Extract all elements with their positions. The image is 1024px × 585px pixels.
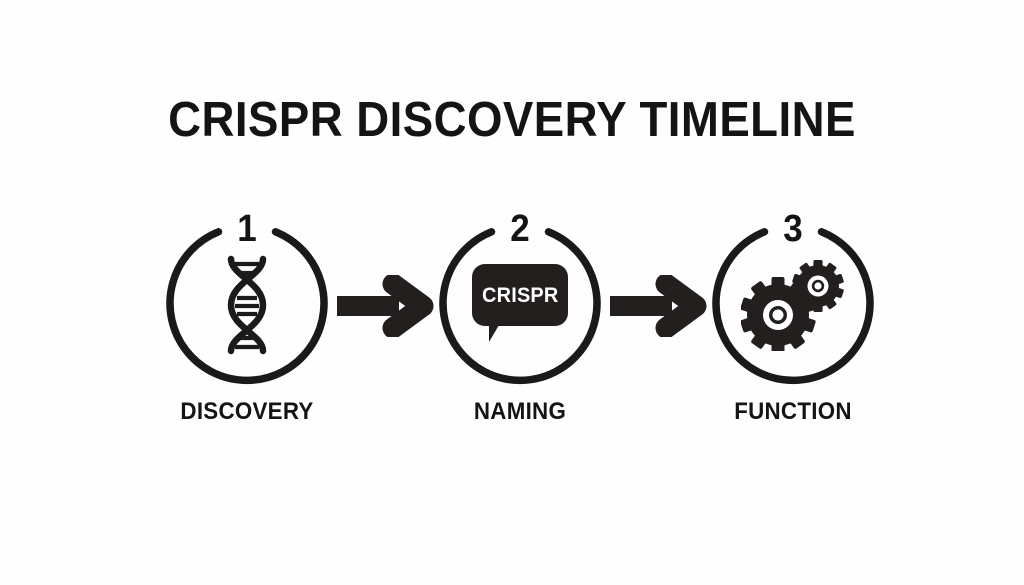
timeline-step-1: 1: [154, 208, 340, 437]
arrow-right-icon-2: [610, 275, 710, 337]
step-label-3: FUNCTION: [734, 398, 852, 425]
dna-helix-icon: [154, 212, 340, 398]
step-ring-3: [700, 212, 886, 398]
step-label-1: DISCOVERY: [180, 398, 314, 425]
speech-bubble-label: CRISPR: [481, 283, 559, 307]
speech-bubble-tail: [489, 320, 509, 342]
arrow-right-icon-1: [337, 275, 437, 337]
speech-bubble-icon: CRISPR: [427, 212, 613, 398]
page-title: CRISPR DISCOVERY TIMELINE: [168, 93, 856, 147]
timeline-step-3: 3: [700, 208, 886, 437]
step-ring-1: [154, 212, 340, 398]
step-number-2: 2: [510, 208, 530, 250]
gears-icon: [700, 212, 886, 398]
step-number-1: 1: [237, 208, 257, 250]
speech-bubble-body: CRISPR: [472, 264, 568, 326]
step-number-3: 3: [783, 208, 803, 250]
step-ring-2: [427, 212, 613, 398]
step-label-2: NAMING: [473, 398, 567, 425]
timeline-step-2: 2 CRISPR NAMING: [427, 208, 613, 437]
